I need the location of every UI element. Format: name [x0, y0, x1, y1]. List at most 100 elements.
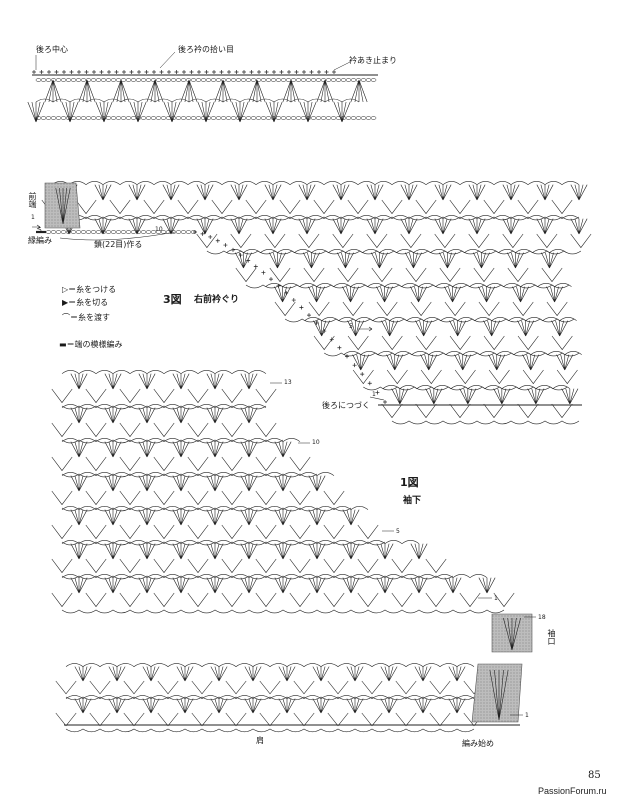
legend-carry-yarn: ⌒＝糸を渡す	[62, 313, 110, 322]
figure1-chart	[51, 370, 536, 733]
chain-arch-row	[265, 283, 572, 288]
chain-row	[45, 230, 197, 234]
legend-attach-yarn: ▷＝糸をつける	[62, 285, 117, 294]
chain-arch-row	[284, 318, 575, 323]
fan-stitch-group	[70, 509, 360, 526]
neckline-crosses	[193, 230, 387, 404]
fan-stitch-group	[489, 669, 509, 721]
page-number: 85	[588, 770, 601, 781]
fan-stitch-group	[352, 354, 574, 371]
fan-stitch-group	[70, 543, 428, 560]
chain-arch-row	[61, 541, 386, 546]
fan-stitch-group	[503, 617, 521, 651]
fan-stitch-group	[70, 441, 292, 458]
fan-stitch-group	[44, 79, 368, 103]
v-stitch-row	[235, 267, 563, 283]
center-back-label: 後ろ中心	[36, 45, 68, 54]
pickup-pointer	[159, 51, 176, 69]
cuff-label: 袖口	[547, 629, 556, 647]
fig1-row-1b: 1	[525, 712, 529, 719]
chain-arch-row	[65, 696, 475, 701]
fan-stitch-group	[60, 218, 588, 235]
chain-arch-row	[51, 181, 580, 186]
v-stitch-row	[41, 199, 573, 215]
fig1-row-5: 5	[396, 528, 400, 535]
continue-arrow-icon	[369, 396, 385, 401]
attach-yarn-icon: ▷	[62, 285, 69, 294]
chain-bracket	[59, 231, 176, 241]
figure3-subtitle: 右前衿ぐり	[194, 295, 240, 305]
edging-label: 縁編み	[28, 236, 52, 245]
fan-stitch-group	[70, 577, 496, 594]
chain-arch-row	[391, 420, 580, 425]
chain-row	[35, 116, 377, 120]
fan-stitch-group	[70, 407, 258, 424]
chain-arch-row	[61, 404, 267, 409]
fan-stitch-group	[60, 184, 588, 201]
chain-row	[35, 78, 377, 82]
chain-arch-row	[61, 574, 488, 579]
chain-arch-row	[61, 370, 267, 375]
chain-arch-row	[65, 695, 475, 699]
fan-stitch-group	[70, 475, 326, 492]
fig1-row-18: 18	[538, 614, 546, 621]
start-arrow-icon	[32, 224, 41, 230]
v-stitch-row	[51, 388, 277, 404]
chain-arch-row	[363, 386, 568, 391]
continue-back-label: 後ろにつづく	[322, 401, 370, 410]
chain-arch-row	[65, 728, 475, 733]
chain-arch-row	[61, 438, 301, 443]
chain-arch-row	[324, 352, 580, 357]
chain-arch-row	[61, 473, 318, 478]
chain-arch-row	[304, 317, 577, 322]
chain-arch-row	[382, 385, 571, 390]
shoulder-label: 肩	[256, 736, 264, 745]
fan-stitch-group	[55, 187, 71, 225]
v-stitch-row	[352, 369, 578, 385]
fan-stitch-group	[27, 101, 351, 123]
v-stitch-row	[381, 403, 573, 419]
start-shaded-block	[471, 663, 523, 723]
chain-arch-row	[65, 663, 475, 667]
figure3-title: 3図	[163, 293, 182, 306]
legend-cut-yarn: ▶＝糸を切る	[62, 298, 109, 307]
chain-arch-row	[226, 249, 567, 254]
fan-stitch-group	[274, 286, 563, 303]
opening-end-pointer	[333, 61, 351, 71]
chain-arch-row	[61, 609, 505, 614]
fig1-row-1: 1	[494, 595, 498, 602]
v-stitch-row	[55, 712, 485, 727]
row-arrow-icon	[358, 326, 373, 332]
fan-stitch-group	[74, 698, 466, 714]
chain-arch-row	[61, 439, 284, 444]
v-stitch-row	[55, 680, 485, 695]
v-stitch-row	[51, 422, 277, 438]
chain-22-label: 鎖(22目)作る	[94, 240, 143, 249]
watermark: PassionForum.ru	[538, 786, 607, 796]
front-edge-shaded-block	[44, 182, 81, 229]
carry-yarn-icon: ⌒	[62, 313, 70, 322]
edge-pattern-icon: ▬	[59, 340, 67, 349]
front-edge-label: 前端	[28, 192, 37, 210]
figure1-subtitle: 袖下	[403, 496, 422, 506]
chain-arch-row	[51, 216, 580, 221]
fig3-row-5: 5	[38, 227, 42, 234]
fig3-row-1b: 1	[372, 391, 376, 398]
fig1-row-10: 10	[312, 439, 320, 446]
chain-arch-row	[51, 215, 580, 220]
fig3-row-1: 1	[31, 214, 35, 221]
legend-edge-pattern: ▬＝端の模様編み	[59, 340, 123, 349]
chain-arch-row	[206, 250, 582, 255]
chart-markers	[32, 224, 385, 401]
v-stitch-row	[51, 592, 515, 608]
collar-opening-end-label: 衿あき止まり	[349, 56, 397, 65]
fan-stitch-group	[70, 373, 258, 390]
single-crochet-row	[32, 70, 336, 74]
back-collar-pickup-label: 後ろ衿の拾い目	[178, 45, 234, 54]
chain-arch-row	[343, 351, 582, 356]
v-stitch-row	[51, 524, 379, 540]
v-stitch-row	[51, 456, 311, 472]
fan-stitch-group	[313, 320, 569, 337]
top-band-chart	[27, 51, 378, 123]
